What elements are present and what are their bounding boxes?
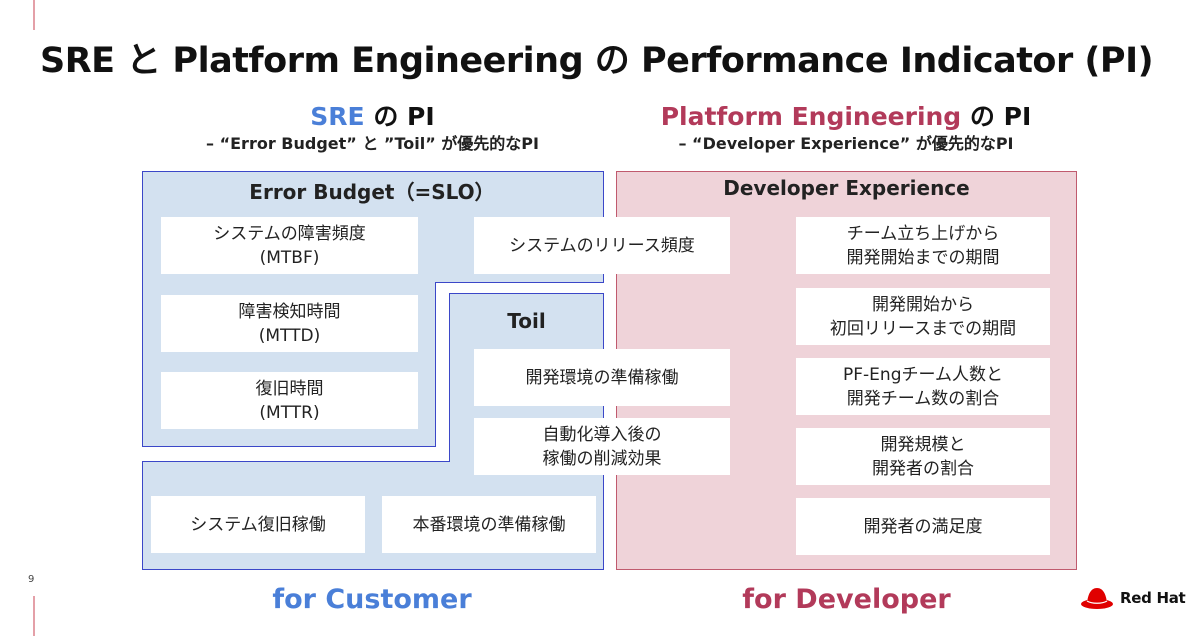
pe-pi-heading: Platform Engineering の PI – “Developer E… <box>615 102 1077 156</box>
sre-label: SRE <box>310 102 365 131</box>
sre-pi-suffix: の PI <box>364 102 435 131</box>
team-launch-period-box: チーム立ち上げから 開発開始までの期間 <box>796 217 1050 274</box>
for-customer-label: for Customer <box>272 584 472 615</box>
slide-title: SRE と Platform Engineering の Performance… <box>40 41 1154 81</box>
mtbf-box: システムの障害頻度 (MTBF) <box>161 217 418 274</box>
team-ratio-box: PF-Engチーム人数と 開発チーム数の割合 <box>796 358 1050 415</box>
developer-satisfaction-box: 開発者の満足度 <box>796 498 1050 555</box>
dev-env-work-box: 開発環境の準備稼働 <box>474 349 730 406</box>
error-budget-title: Error Budget（=SLO） <box>249 180 495 204</box>
sre-pi-subtitle: – “Error Budget” と ”Toil” が優先的なPI <box>206 134 539 153</box>
prod-env-work-box: 本番環境の準備稼働 <box>382 496 596 553</box>
dev-scale-ratio-box: 開発規模と 開発者の割合 <box>796 428 1050 485</box>
pe-pi-subtitle: – “Developer Experience” が優先的なPI <box>678 134 1014 153</box>
developer-experience-title: Developer Experience <box>723 176 970 200</box>
pe-label: Platform Engineering <box>660 102 962 131</box>
system-recovery-work-box: システム復旧稼働 <box>151 496 365 553</box>
toil-title: Toil <box>507 309 546 333</box>
red-hat-icon <box>1081 588 1113 609</box>
accent-line-top <box>33 0 35 30</box>
accent-line-bottom <box>33 596 35 636</box>
pe-pi-suffix: の PI <box>961 102 1032 131</box>
pe-pi-title: Platform Engineering の PI <box>615 102 1077 132</box>
release-frequency-box: システムのリリース頻度 <box>474 217 730 274</box>
sre-pi-heading: SRE の PI – “Error Budget” と ”Toil” が優先的な… <box>140 102 605 156</box>
red-hat-logo-text: Red Hat <box>1120 589 1186 607</box>
red-hat-logo: Red Hat <box>1080 585 1186 611</box>
for-developer-label: for Developer <box>742 584 951 615</box>
page-number: 9 <box>28 574 35 585</box>
mttd-box: 障害検知時間 (MTTD) <box>161 295 418 352</box>
first-release-period-box: 開発開始から 初回リリースまでの期間 <box>796 288 1050 345</box>
automation-reduction-box: 自動化導入後の 稼働の削減効果 <box>474 418 730 475</box>
mttr-box: 復旧時間 (MTTR) <box>161 372 418 429</box>
sre-pi-title: SRE の PI <box>140 102 605 132</box>
